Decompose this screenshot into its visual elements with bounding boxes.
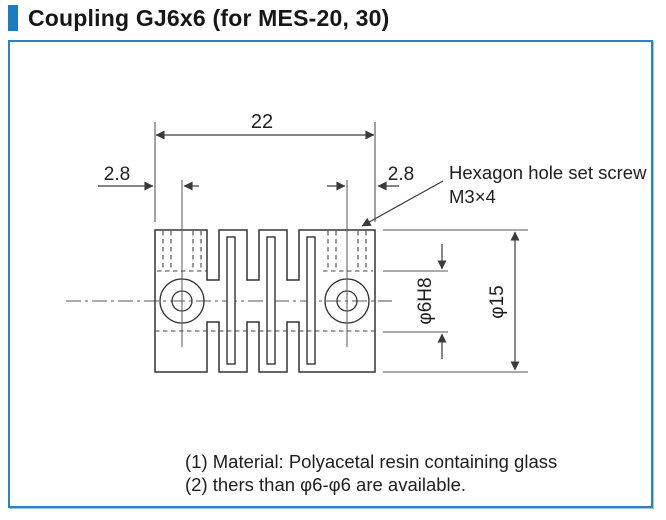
dim-offset-right-label: 2.8 bbox=[388, 164, 414, 185]
note-availability: (2) thers than φ6-φ6 are available. bbox=[185, 474, 466, 495]
dim-outer-dia-label: φ15 bbox=[487, 285, 508, 318]
flex-slit-2 bbox=[266, 236, 276, 365]
extension-lines bbox=[154, 122, 528, 373]
dim-bore-label: φ6H8 bbox=[415, 277, 436, 324]
dim-offset-left-label: 2.8 bbox=[104, 164, 130, 185]
dim-width-label: 22 bbox=[251, 111, 273, 133]
section-marker-icon bbox=[8, 5, 18, 31]
flex-slit-1 bbox=[226, 236, 236, 365]
screw-leader-line bbox=[361, 180, 444, 227]
page-title: Coupling GJ6x6 (for MES-20, 30) bbox=[28, 4, 390, 31]
flex-slit-3 bbox=[306, 236, 316, 365]
tapped-hole-hidden-lines bbox=[162, 231, 367, 271]
section-header: Coupling GJ6x6 (for MES-20, 30) bbox=[8, 4, 390, 32]
screw-label-line1: Hexagon hole set screw bbox=[449, 162, 647, 183]
screw-label-line2: M3×4 bbox=[449, 186, 496, 207]
note-material: (1) Material: Polyacetal resin containin… bbox=[185, 451, 557, 472]
coupling-body-outline bbox=[154, 229, 376, 373]
drawing-frame bbox=[8, 40, 653, 508]
